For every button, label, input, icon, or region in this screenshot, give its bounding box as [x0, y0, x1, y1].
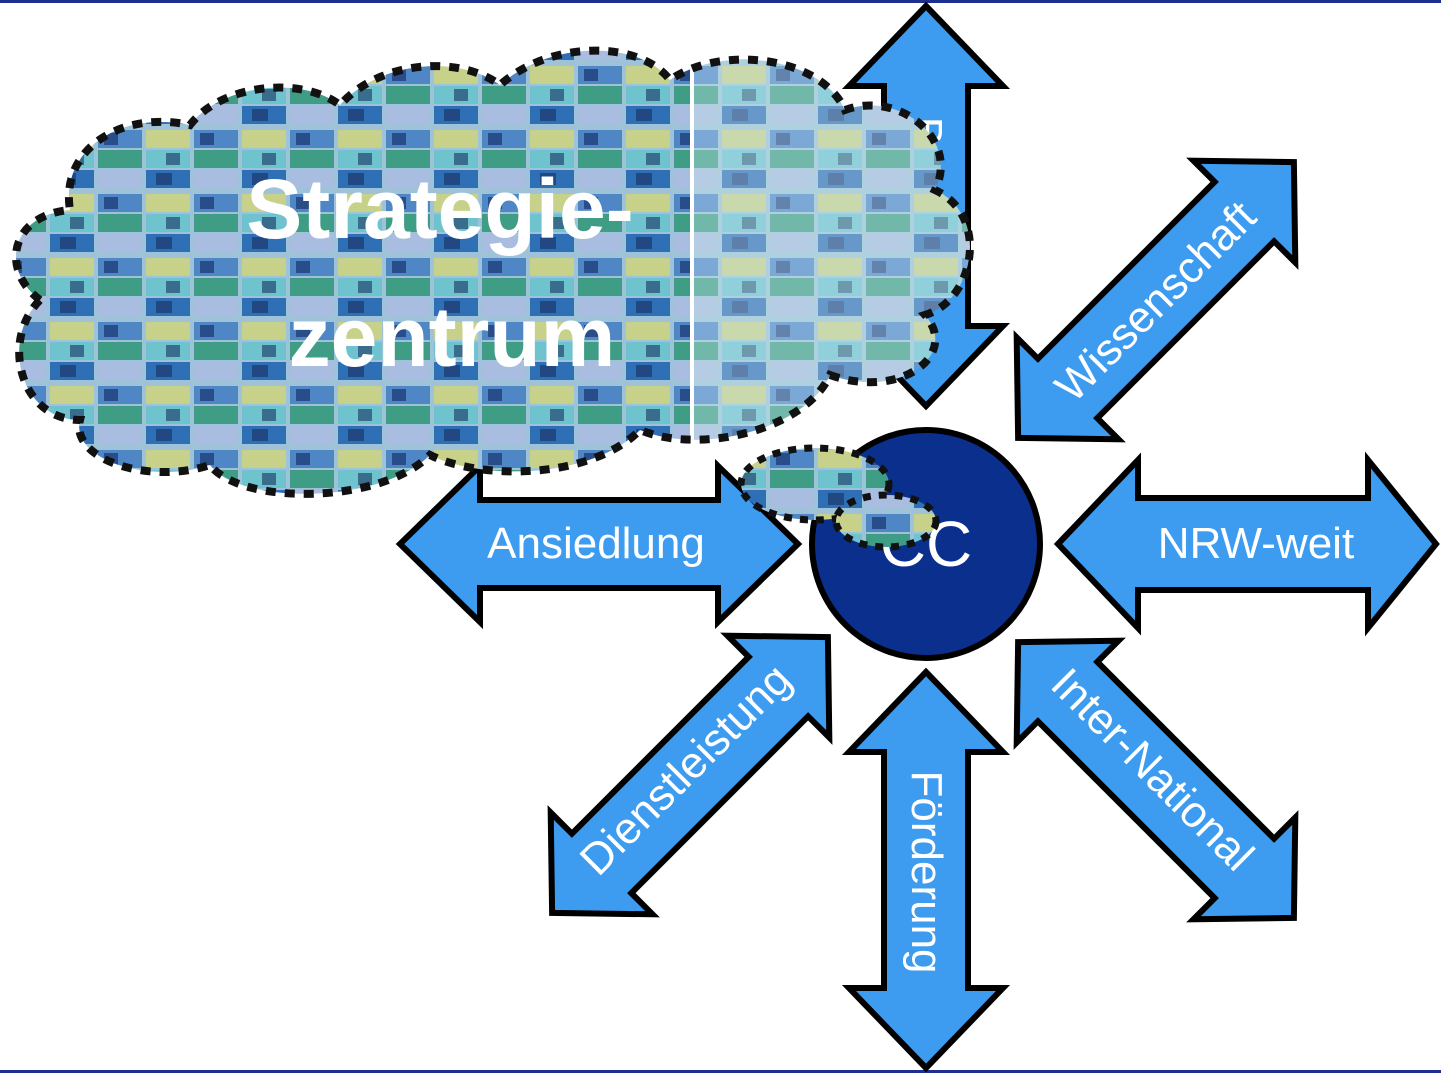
- arrow-southwest: [547, 632, 833, 918]
- arrow-southeast: [1013, 637, 1299, 923]
- arrow-label-southeast: Inter-National: [1042, 659, 1263, 880]
- arrow-label-east: NRW-weit: [1158, 519, 1354, 568]
- cloud-title-line1: Strategie-: [246, 162, 633, 256]
- arrow-label-south: Förderung: [902, 770, 951, 973]
- cloud-title-line2: zentrum: [289, 290, 616, 384]
- cloud-connector-bubbles: [737, 444, 940, 551]
- bottom-border-line: [0, 1070, 1441, 1073]
- arrow-south: [841, 667, 1011, 1073]
- arrow-east: [1053, 451, 1440, 637]
- strategy-cloud: [12, 46, 974, 498]
- arrow-label-southwest: Dienstleistung: [571, 655, 801, 885]
- top-border-line: [0, 0, 1441, 3]
- arrow-northeast: [1013, 157, 1299, 443]
- arrow-label-northeast: Wissenschaft: [1046, 192, 1266, 412]
- arrow-west: [395, 458, 803, 630]
- arrow-label-west: Ansiedlung: [487, 519, 705, 568]
